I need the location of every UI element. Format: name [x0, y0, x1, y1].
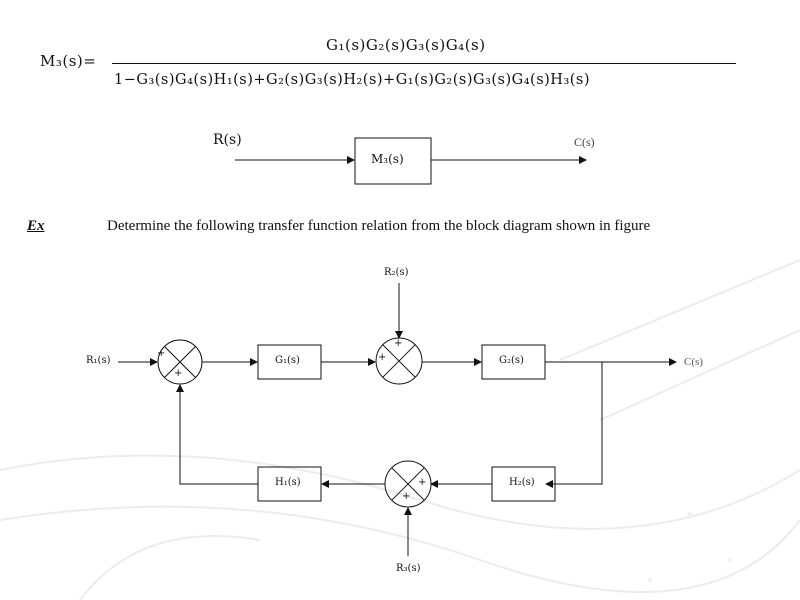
- sum1-sign-left: +: [157, 348, 166, 359]
- block-m3: [354, 137, 432, 185]
- fraction-bar: [112, 63, 736, 64]
- feedback-line-to-h2: [545, 362, 603, 488]
- simple-block-label: M₃(s): [371, 152, 404, 166]
- input-r2-label: R₂(s): [384, 267, 409, 278]
- sum2-sign-top: +: [394, 338, 403, 349]
- sum2-sign-left: +: [378, 352, 387, 363]
- block-g1-label: G₁(s): [275, 355, 300, 366]
- output-c-label: C(s): [684, 356, 703, 368]
- block-g2-label: G₂(s): [499, 355, 524, 366]
- sum3-sign-bottom: +: [402, 491, 411, 502]
- example-text: Determine the following transfer functio…: [107, 218, 651, 234]
- equation-lhs: M₃(s)=: [40, 52, 97, 70]
- equation-numerator: G₁(s)G₂(s)G₃(s)G₄(s): [326, 36, 486, 54]
- simple-block-diagram: [235, 137, 587, 185]
- input-r1-label: R₁(s): [86, 355, 111, 366]
- sum1-sign-bottom: +: [174, 368, 183, 379]
- simple-output-label: C(s): [574, 135, 595, 149]
- feedback-line-to-sum1: [176, 384, 258, 485]
- sum3-sign-right: +: [418, 477, 427, 488]
- simple-input-label: R(s): [213, 132, 242, 148]
- summing-junction-2: [375, 337, 423, 385]
- equation-denominator: 1−G₃(s)G₄(s)H₁(s)+G₂(s)G₃(s)H₂(s)+G₁(s)G…: [114, 72, 591, 88]
- block-h1-label: H₁(s): [275, 477, 301, 488]
- block-h2-label: H₂(s): [509, 477, 535, 488]
- example-label: Ex: [27, 218, 45, 234]
- input-r3-label: R₃(s): [396, 563, 421, 574]
